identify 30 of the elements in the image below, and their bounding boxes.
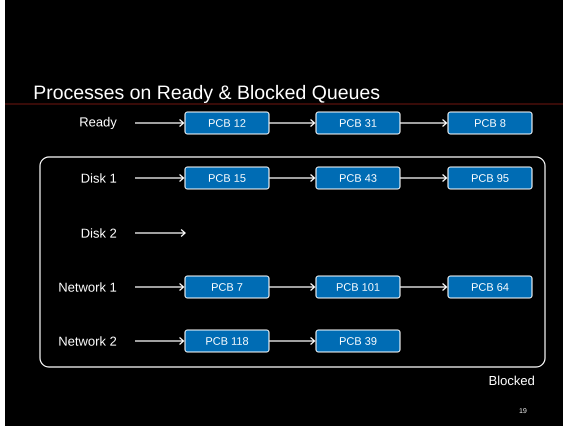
queue-label: Disk 2 — [82, 228, 116, 238]
pcb-box: PCB 15 — [184, 166, 270, 190]
queue-label: Network 1 — [59, 282, 116, 292]
pcb-box: PCB 64 — [447, 275, 533, 299]
pcb-box: PCB 43 — [315, 166, 401, 190]
arrow — [400, 119, 448, 127]
arrow — [270, 283, 316, 291]
arrow — [270, 174, 316, 182]
arrow — [270, 337, 316, 345]
arrow — [400, 283, 448, 291]
pcb-box: PCB 12 — [184, 111, 270, 135]
arrow — [270, 119, 316, 127]
queue-label: Network 2 — [59, 336, 116, 346]
queue-label: Disk 1 — [82, 173, 116, 183]
arrow — [400, 174, 448, 182]
arrow — [135, 337, 184, 345]
arrow — [135, 283, 184, 291]
pcb-box: PCB 95 — [447, 166, 533, 190]
pcb-box: PCB 101 — [315, 275, 401, 299]
slide-title: Processes on Ready & Blocked Queues — [34, 84, 380, 104]
arrow — [135, 119, 184, 127]
arrow — [135, 229, 186, 237]
pcb-box: PCB 8 — [447, 111, 533, 135]
pcb-box: PCB 39 — [315, 329, 401, 353]
pcb-box: PCB 118 — [184, 329, 270, 353]
queue-label: Ready — [80, 116, 117, 130]
arrow — [135, 174, 184, 182]
pcb-box: PCB 31 — [315, 111, 401, 135]
group-heading: Blocked — [490, 376, 534, 386]
pcb-box: PCB 7 — [184, 275, 270, 299]
